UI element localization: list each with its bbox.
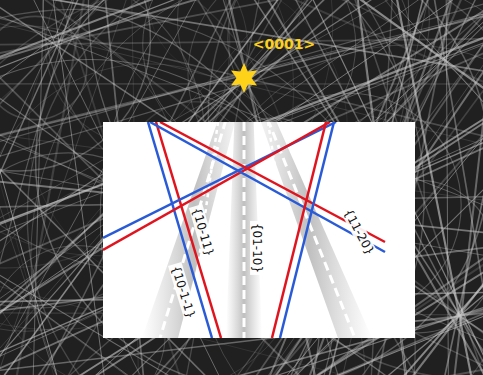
trace-blue [280, 122, 334, 338]
kikuchi-line [36, 0, 483, 375]
kikuchi-line [0, 0, 424, 375]
kikuchi-line [0, 0, 442, 375]
plane-label: {01-10} [250, 221, 264, 275]
kikuchi-line [228, 0, 411, 130]
zone-axis-star [231, 63, 257, 93]
kikuchi-line [27, 0, 483, 375]
band-trace [252, 122, 355, 338]
trace-red [156, 122, 221, 338]
kikuchi-line [198, 45, 483, 375]
kikuchi-line [31, 0, 483, 375]
kikuchi-line [29, 0, 483, 375]
kikuchi-line [0, 0, 483, 342]
trace-blue [150, 122, 385, 252]
trace-red [103, 122, 330, 250]
band-trace [243, 122, 246, 338]
kikuchi-line [0, 21, 483, 375]
trace-red [272, 122, 326, 338]
band-shade [142, 122, 246, 338]
kikuchi-line [0, 0, 441, 375]
band-overlay [103, 122, 385, 338]
band-trace [160, 122, 238, 338]
kikuchi-line [0, 9, 415, 375]
zone-axis-label: <0001> [253, 37, 315, 51]
